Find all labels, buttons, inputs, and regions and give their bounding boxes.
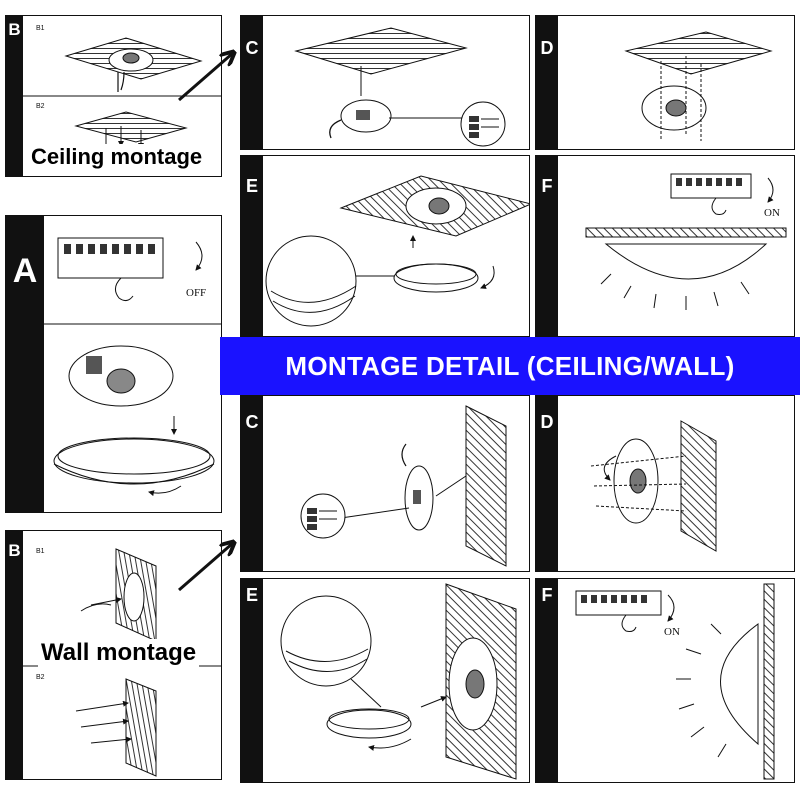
sub-step-b1-label: B1: [36, 25, 45, 32]
wall-flow-arrow: [178, 535, 240, 592]
step-a-panel: A OFF: [5, 215, 222, 513]
ceiling-plate: [294, 27, 468, 75]
cable: [329, 119, 342, 139]
lamp-opened: [53, 345, 215, 497]
ceiling-d-illustration: [624, 31, 773, 141]
diffuser-ring: [326, 709, 412, 739]
ceiling-montage-caption: Ceiling montage: [28, 144, 206, 170]
ceiling-plate-2: [74, 111, 188, 143]
ceiling-step-d-panel: D: [535, 15, 795, 150]
ceiling-step-c-panel: C: [240, 15, 530, 150]
clip-detail: [280, 595, 372, 687]
wall-d-illustration: [590, 420, 717, 552]
wall-surface: [763, 583, 775, 780]
wall-montage-caption: Wall montage: [38, 639, 200, 667]
step-letter-bar: C: [241, 396, 263, 571]
ceiling-surface: [585, 227, 787, 238]
step-letter: D: [540, 38, 554, 58]
terminal-block-on: [575, 590, 662, 632]
terminal-block-on: [670, 173, 752, 215]
wall-e-illustration: [280, 583, 517, 780]
step-letter-bar: E: [241, 579, 263, 782]
lamp-dome: [604, 243, 768, 280]
off-label: OFF: [186, 287, 206, 299]
wall-c-illustration: [300, 405, 507, 567]
on-label: ON: [764, 207, 780, 219]
wall-step-e-panel: E: [240, 578, 530, 783]
step-letter: E: [245, 585, 258, 605]
step-letter: B: [8, 20, 21, 39]
step-letter-bar: A: [6, 216, 44, 512]
step-letter-bar: E: [241, 156, 263, 336]
step-letter: E: [245, 176, 258, 196]
clip-detail: [265, 235, 357, 327]
sub-step-b2-label: B2: [36, 103, 45, 110]
banner-title: MONTAGE DETAIL (CEILING/WALL): [285, 350, 735, 381]
sub-step-b1-label: B1: [36, 548, 45, 555]
ceiling-step-f-panel: F ON: [535, 155, 795, 337]
wall-plate: [680, 420, 717, 552]
ceiling-b-illustration: B1 B2: [23, 25, 221, 151]
step-letter: A: [12, 252, 38, 290]
diffuser-ring: [393, 263, 479, 293]
wall-step-b-panel: B B1 B2 Wall montage: [5, 530, 222, 780]
lamp-dome: [720, 623, 759, 746]
step-letter-bar: B: [6, 16, 23, 176]
cable: [117, 71, 125, 92]
step-letter: C: [245, 38, 259, 58]
step-letter-bar: B: [6, 531, 23, 779]
terminal-detail: [460, 101, 506, 147]
step-letter-bar: D: [536, 396, 558, 571]
wall-step-d-panel: D: [535, 395, 795, 572]
terminal-block-off: [57, 237, 164, 302]
sub-step-b2-label: B2: [36, 674, 45, 681]
ceiling-f-illustration: ON: [585, 173, 787, 310]
step-letter-bar: F: [536, 579, 558, 782]
step-letter: C: [245, 412, 259, 432]
step-letter: B: [8, 541, 21, 560]
wall-step-f-panel: F ON: [535, 578, 795, 783]
wall-plate: [465, 405, 507, 567]
wall-step-c-panel: C: [240, 395, 530, 572]
step-letter: F: [541, 176, 553, 196]
step-letter: F: [541, 585, 553, 605]
wall-f-illustration: ON: [575, 583, 775, 780]
lamp-base: [123, 572, 145, 622]
ceiling-plate: [624, 31, 773, 75]
step-letter-bar: C: [241, 16, 263, 149]
ceiling-step-e-panel: E: [240, 155, 530, 337]
ceiling-c-illustration: [294, 27, 506, 147]
on-label: ON: [664, 626, 680, 638]
wall-b-illustration: B1 B2: [23, 548, 221, 777]
ceiling-flow-arrow: [178, 45, 240, 102]
step-letter: D: [540, 412, 554, 432]
step-letter-bar: F: [536, 156, 558, 336]
step-a-illustration: OFF: [44, 237, 221, 497]
step-letter-bar: D: [536, 16, 558, 149]
montage-detail-banner: MONTAGE DETAIL (CEILING/WALL): [220, 337, 800, 395]
cable: [401, 443, 407, 467]
ceiling-e-illustration: [265, 175, 529, 327]
wall-plate-2: [125, 678, 157, 777]
